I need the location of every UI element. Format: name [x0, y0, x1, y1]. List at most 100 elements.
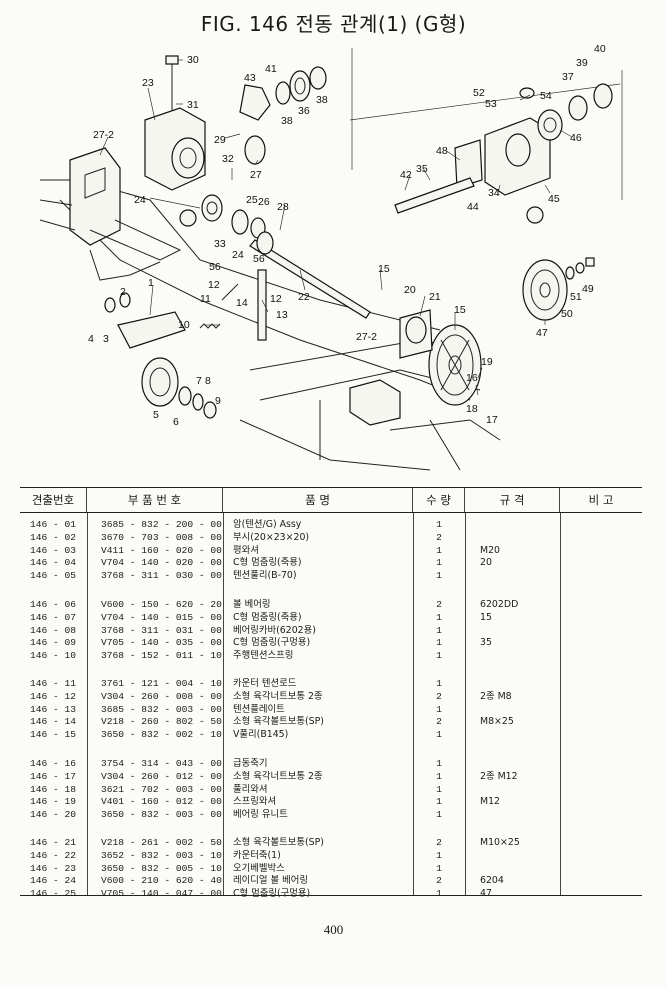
callout-40: 40: [594, 43, 606, 55]
ref-no-cell: 146 - 20: [30, 809, 77, 821]
remarks-cell: [560, 704, 642, 717]
callout-15a: 15: [378, 263, 390, 275]
remarks-cell: [560, 570, 642, 583]
ref-no-cell: 146 - 15: [30, 729, 77, 741]
part-name-cell: C형 멈춤링(구멍용): [233, 637, 311, 649]
page-title: FIG. 146 전동 관계(1) (G형): [200, 12, 467, 36]
callout-35: 35: [416, 163, 428, 175]
callout-27: 27: [250, 169, 262, 181]
callout-47: 47: [536, 327, 548, 339]
callout-43: 43: [244, 72, 256, 84]
callout-12a: 12: [208, 279, 220, 291]
callout-22: 22: [298, 291, 310, 303]
remarks-cell: [560, 612, 642, 625]
part-no-cell: 3685 - 832 - 003 - 00: [101, 703, 222, 715]
ref-no-cell: 146 - 11: [30, 678, 77, 689]
spec-cell: [465, 863, 560, 876]
callout-8: 8: [205, 375, 211, 387]
part-name-cell: 소형 육각볼트보통(SP): [233, 837, 324, 848]
ref-no-cell: 146 - 22: [30, 849, 77, 861]
ref-no-cell: 146 - 12: [30, 690, 77, 702]
ref-no-cell: 146 - 07: [30, 611, 77, 623]
part-no-cell: V411 - 160 - 020 - 00: [101, 544, 222, 556]
part-name-cell: 스프링와셔: [233, 796, 277, 808]
spec-cell: [465, 809, 560, 822]
part-no-cell: V304 - 260 - 012 - 00: [101, 770, 222, 782]
callout-56a: 56: [209, 261, 221, 273]
part-name-cell: 카운터 텐션로드: [233, 678, 297, 689]
remarks-cell: [560, 875, 642, 888]
callout-54: 54: [540, 90, 552, 102]
callout-44: 44: [467, 201, 479, 213]
exploded-parts-diagram: 1 2 3 4 5 6 7 8 9 10 11 12 12 13 14 15 1…: [39, 43, 623, 471]
part-name-cell: 주행텐션스프링: [233, 650, 294, 662]
qty-cell: 1: [436, 849, 442, 861]
callout-33: 33: [214, 238, 226, 250]
remarks-cell: [560, 650, 642, 663]
spec-cell: [465, 784, 560, 797]
callout-3: 3: [103, 333, 109, 345]
callout-7: 7: [196, 375, 202, 387]
qty-cell: 1: [436, 650, 442, 662]
remarks-cell: [560, 532, 642, 545]
part-no-cell: 3621 - 702 - 003 - 00: [101, 783, 222, 795]
part-name-cell: 소형 육각볼트보통(SP): [233, 716, 324, 728]
callout-30: 30: [187, 54, 199, 66]
part-name-cell: 레이디얼 볼 베어링: [233, 875, 308, 887]
callout-23: 23: [142, 77, 154, 89]
remarks-cell: [560, 691, 642, 704]
ref-no-cell: 146 - 17: [30, 770, 77, 782]
ref-no-cell: 146 - 13: [30, 703, 77, 715]
ref-no-cell: 146 - 19: [30, 796, 77, 808]
header-qty: 수 량: [413, 488, 465, 512]
part-name-cell: C형 멈춤링(축용): [233, 557, 302, 569]
qty-cell: 2: [436, 599, 442, 610]
callout-6: 6: [173, 416, 179, 428]
callout-46: 46: [570, 132, 582, 144]
callout-27-2-lower: 27-2: [356, 331, 377, 343]
part-name-cell: 부시(20×23×20): [233, 531, 310, 543]
part-no-cell: 3685 - 832 - 200 - 00: [101, 519, 222, 530]
remarks-cell: [560, 837, 642, 850]
callout-5: 5: [153, 409, 159, 421]
ref-no-cell: 146 - 16: [30, 758, 77, 769]
qty-cell: 1: [436, 570, 442, 582]
ref-no-cell: 146 - 02: [30, 531, 77, 543]
spec-cell: [465, 519, 560, 532]
callout-12b: 12: [270, 293, 282, 305]
ref-no-cell: 146 - 04: [30, 557, 77, 569]
spec-cell: M20: [480, 544, 501, 556]
ref-no-cell: 146 - 09: [30, 637, 77, 649]
header-part-no: 부 품 번 호: [87, 488, 223, 512]
callout-29: 29: [214, 134, 226, 146]
part-no-cell: V704 - 140 - 020 - 00: [101, 557, 222, 569]
part-no-cell: V704 - 140 - 015 - 00: [101, 611, 222, 623]
remarks-cell: [560, 863, 642, 876]
part-name-cell: 소형 육각너트보통 2종: [233, 690, 323, 702]
remarks-cell: [560, 888, 642, 901]
callout-9: 9: [215, 395, 221, 407]
qty-cell: 2: [436, 716, 442, 728]
part-name-cell: 텐션풀리(B-70): [233, 570, 297, 582]
qty-cell: 1: [436, 888, 442, 900]
part-no-cell: 3652 - 832 - 003 - 10: [101, 849, 222, 861]
callout-24a: 24: [134, 194, 146, 206]
ref-no-cell: 146 - 23: [30, 862, 77, 874]
part-name-cell: 급동축기: [233, 758, 268, 769]
callout-51: 51: [570, 291, 582, 303]
part-no-cell: V218 - 261 - 002 - 50: [101, 837, 222, 848]
callout-11: 11: [200, 293, 211, 305]
